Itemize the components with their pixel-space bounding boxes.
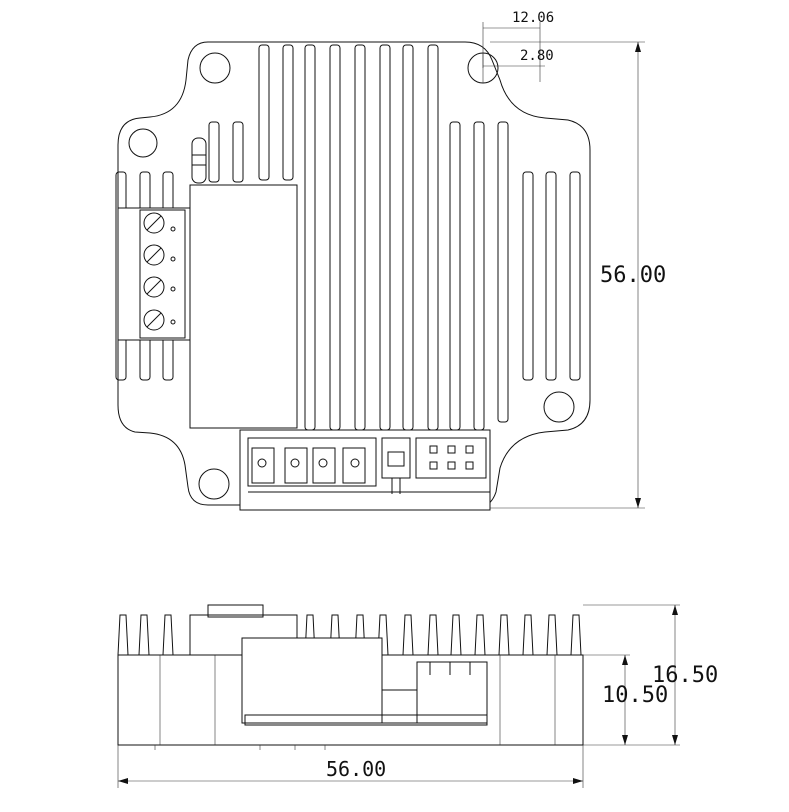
- mounting-hole-left: [128, 128, 158, 158]
- component-block: [189, 184, 298, 429]
- bottom-connectors: [239, 429, 491, 511]
- dim-hole-offset: 2.80: [520, 48, 554, 64]
- top-view-dimensions: [482, 22, 645, 509]
- dim-top-offset: 12.06: [512, 10, 554, 26]
- heatsink-fins-side: [117, 614, 582, 745]
- side-view-dimensions: [117, 604, 680, 788]
- mounting-hole-bottom-left: [198, 468, 230, 500]
- mounting-hole-right: [543, 391, 575, 423]
- side-view: [117, 604, 680, 788]
- dim-width-side: 56.00: [326, 757, 386, 781]
- dim-base-height-side: 10.50: [602, 683, 668, 708]
- dim-height-top-view: 56.00: [600, 263, 666, 288]
- top-view: [115, 22, 645, 511]
- left-terminal-block: [117, 207, 191, 341]
- mounting-hole-top-left: [199, 52, 231, 84]
- dim-total-height-side: 16.50: [652, 663, 718, 688]
